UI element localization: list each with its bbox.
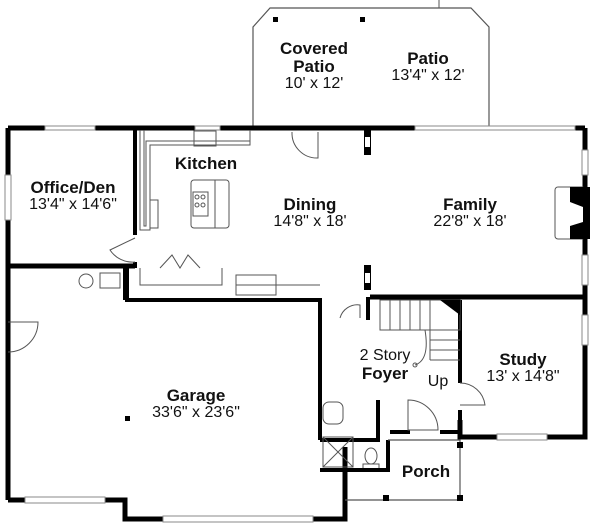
dining-label: Dining 14'8" x 18' — [273, 195, 347, 230]
foyer-label: 2 Story Foyer — [359, 347, 411, 383]
stair-up-label: Up — [427, 373, 449, 390]
porch-outline — [345, 439, 461, 501]
bath — [322, 401, 380, 471]
garage-label: Garage 33'6" x 23'6" — [152, 386, 240, 421]
study-label: Study 13' x 14'8" — [486, 350, 560, 385]
fireplace — [554, 186, 590, 240]
windows — [4, 125, 589, 523]
patio-post — [360, 17, 365, 22]
kitchen-cabinets — [139, 130, 320, 296]
kitchen-label: Kitchen — [174, 154, 238, 173]
covered-patio-label: Covered Patio 10' x 12' — [279, 39, 349, 92]
porch-label: Porch — [401, 462, 451, 481]
patio-label: Patio 13'4" x 12' — [391, 49, 465, 84]
family-label: Family 22'8" x 18' — [433, 195, 507, 230]
office-den-label: Office/Den 13'4" x 14'6" — [29, 178, 117, 213]
doors — [7, 131, 486, 431]
patio-post — [273, 17, 278, 22]
patio-outline — [252, 7, 490, 128]
